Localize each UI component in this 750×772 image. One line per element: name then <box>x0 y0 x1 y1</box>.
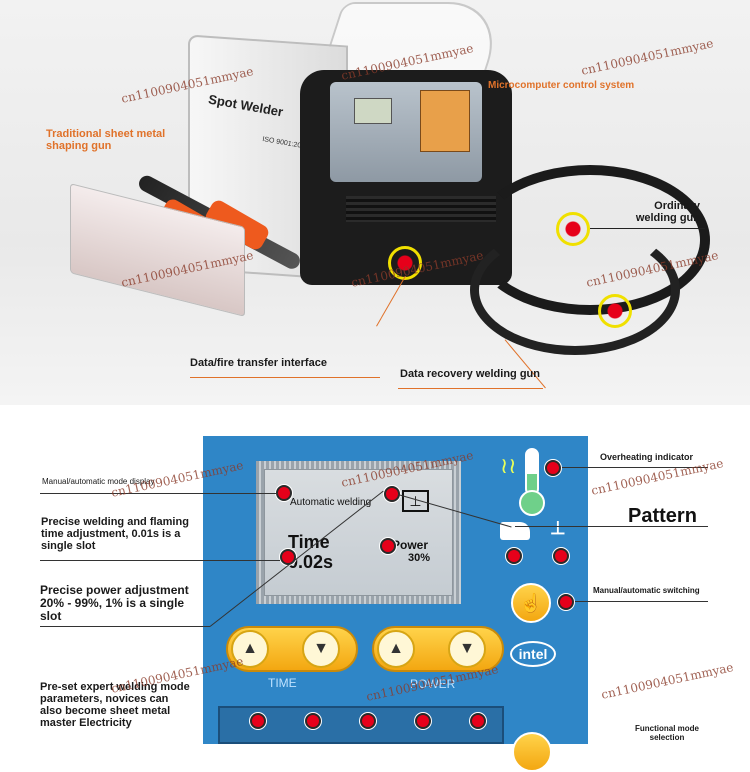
heat-wave-icon: ≀≀ <box>500 453 517 478</box>
pattern-weld-icon: ⊥ <box>550 518 566 538</box>
function-marker-2 <box>305 713 321 729</box>
annotation-precise-power: Precise power adjustment 20% - 99%, 1% i… <box>40 583 189 623</box>
lcd-frame <box>256 461 461 604</box>
leader-data-recovery-h <box>398 388 543 389</box>
function-mode-button[interactable] <box>512 732 552 772</box>
leader-mode-display <box>40 493 278 494</box>
marker-overheating <box>545 460 561 476</box>
front-vent <box>346 196 496 222</box>
lcd-screen <box>264 469 453 596</box>
function-marker-4 <box>415 713 431 729</box>
function-marker-3 <box>360 713 376 729</box>
lcd-pattern-icon: ⊥ <box>402 490 429 512</box>
manual-auto-switch-button[interactable]: ☝ <box>511 583 551 623</box>
marker-pattern-weld <box>553 548 569 564</box>
lcd-mode-text: Automatic welding <box>290 497 372 508</box>
ordinary-gun-highlight <box>556 212 590 246</box>
front-lcd <box>354 98 392 124</box>
intel-logo: intel <box>510 641 556 667</box>
annotation-manual-auto-switch: Manual/automatic switching <box>593 586 700 595</box>
thermometer-icon <box>525 448 539 496</box>
marker-manual-auto-switch <box>558 594 574 610</box>
marker-time <box>280 549 296 565</box>
label-ordinary-gun: Ordinary welding gun <box>635 200 700 224</box>
annotation-mode-display: Manual/automatic mode display <box>42 477 155 486</box>
front-info-plate <box>420 90 470 152</box>
leader-manual-auto-switch <box>575 601 708 602</box>
function-marker-1 <box>250 713 266 729</box>
label-data-fire: Data/fire transfer interface <box>190 357 327 369</box>
marker-pattern <box>384 486 400 502</box>
cable-loop-2 <box>470 225 680 355</box>
lcd-power-label: Power <box>392 538 429 552</box>
annotation-precise-welding: Precise welding and flaming time adjustm… <box>41 516 189 552</box>
data-recovery-highlight <box>598 294 632 328</box>
power-up-button[interactable]: ▲ <box>377 630 415 668</box>
thermometer-bulb-icon <box>519 490 545 516</box>
annotation-pattern: Pattern <box>628 505 697 527</box>
lcd-time-label: Time <box>288 532 330 552</box>
time-label: TIME <box>268 676 297 690</box>
product-photo: Spot Welder ISO 9001:2015 Traditional sh… <box>0 0 750 405</box>
leader-time <box>40 560 280 561</box>
label-microcomputer: Microcomputer control system <box>488 80 635 91</box>
lcd-power-value: 30% <box>408 552 431 564</box>
leader-ordinary-gun <box>590 228 705 229</box>
data-fire-highlight <box>388 246 422 280</box>
leader-data-fire-h <box>190 377 380 378</box>
time-down-button[interactable]: ▼ <box>302 630 340 668</box>
power-down-button[interactable]: ▼ <box>448 630 486 668</box>
label-traditional-gun: Traditional sheet metal shaping gun <box>46 128 166 152</box>
annotation-overheating: Overheating indicator <box>600 452 694 462</box>
label-data-recovery: Data recovery welding gun <box>400 368 540 380</box>
marker-pattern-gun <box>506 548 522 564</box>
function-marker-5 <box>470 713 486 729</box>
annotation-functional-mode: Functional mode selection <box>635 724 699 742</box>
leader-overheating <box>562 467 708 468</box>
time-up-button[interactable]: ▲ <box>231 630 269 668</box>
watermark-12: cn1100904051mmyae <box>600 660 735 702</box>
marker-mode-display <box>276 485 292 501</box>
power-label: POWER <box>410 677 456 691</box>
marker-power <box>380 538 396 554</box>
leader-power <box>40 626 210 627</box>
annotation-preset-expert: Pre-set expert welding mode parameters, … <box>40 681 190 729</box>
leader-pattern <box>515 526 708 527</box>
